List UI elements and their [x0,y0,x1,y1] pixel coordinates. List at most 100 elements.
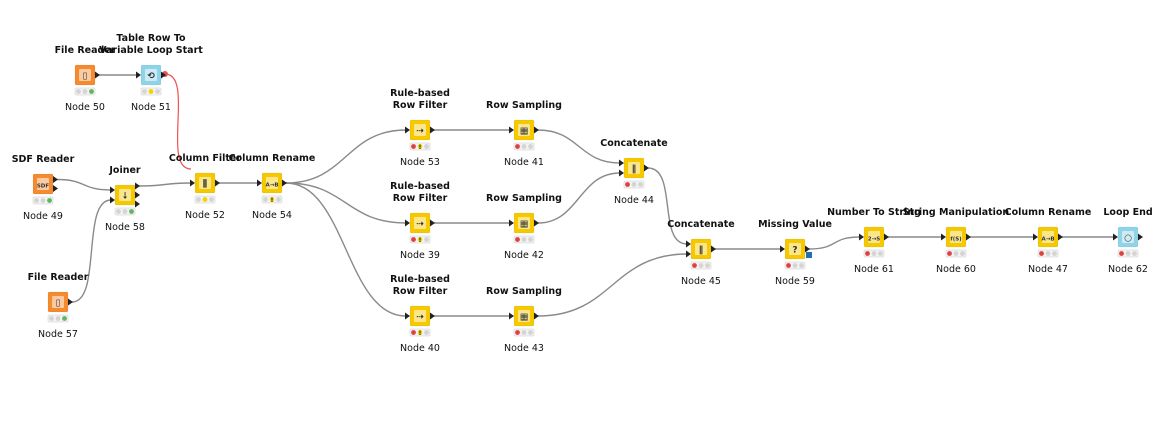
node-n41[interactable]: Row Sampling▦Node 41 [486,100,562,168]
node-n50[interactable]: File Reader▯Node 50 [55,45,116,113]
node-label[interactable]: Node 47 [1028,264,1068,275]
output-port[interactable] [95,71,100,79]
output-port[interactable] [135,191,140,199]
output-port[interactable] [1138,233,1143,241]
input-port[interactable] [941,233,946,241]
input-port[interactable] [619,169,624,177]
output-port[interactable] [1058,233,1063,241]
output-port[interactable] [135,200,140,208]
input-port[interactable] [110,196,115,204]
input-port[interactable] [1113,233,1118,241]
node-label[interactable]: Node 41 [504,157,544,168]
node-label[interactable]: Node 59 [775,276,815,287]
input-port[interactable] [509,219,514,227]
node-label[interactable]: Node 53 [400,157,440,168]
model-output-port[interactable] [806,252,812,258]
node-label[interactable]: Node 45 [681,276,721,287]
node-n62[interactable]: Loop End○Node 62 [1103,207,1152,275]
connection-line[interactable] [647,167,688,245]
output-port[interactable] [430,126,435,134]
node-label[interactable]: Node 49 [23,211,63,222]
output-port[interactable] [966,233,971,241]
node-n57[interactable]: File Reader▯Node 57 [28,272,89,340]
connection-line[interactable] [285,129,407,184]
output-port[interactable] [430,312,435,320]
output-port[interactable] [534,219,539,227]
input-port[interactable] [686,250,691,258]
node-n52[interactable]: Column Filter⫼Node 52 [169,153,241,221]
input-port[interactable] [110,186,115,194]
output-port[interactable] [68,298,73,306]
input-port[interactable] [190,179,195,187]
input-port[interactable] [509,312,514,320]
output-port[interactable] [711,245,716,253]
input-port[interactable] [780,245,785,253]
node-label[interactable]: Node 44 [614,195,654,206]
node-label[interactable]: Node 43 [504,343,544,354]
output-port[interactable] [53,185,58,192]
node-label[interactable]: Node 42 [504,250,544,261]
node-label[interactable]: Node 54 [252,210,292,221]
node-n43[interactable]: Row Sampling▦Node 43 [486,286,562,354]
node-label[interactable]: Node 39 [400,250,440,261]
node-label[interactable]: Node 62 [1108,264,1148,275]
output-port[interactable] [534,312,539,320]
node-label[interactable]: Node 51 [131,102,171,113]
connection-line[interactable] [56,178,112,191]
output-port[interactable] [534,126,539,134]
input-port[interactable] [257,179,262,187]
input-port[interactable] [405,219,410,227]
node-label[interactable]: Node 50 [65,102,105,113]
node-n45[interactable]: Concatenate∥Node 45 [667,219,734,287]
node-label[interactable]: Node 60 [936,264,976,275]
node-label[interactable]: Node 61 [854,264,894,275]
connection-line[interactable] [537,172,621,224]
connection-line[interactable] [537,253,688,317]
input-port[interactable] [405,312,410,320]
node-label[interactable]: Node 57 [38,329,78,340]
output-port[interactable] [282,179,287,187]
connection-line[interactable] [71,199,112,303]
input-port[interactable] [509,126,514,134]
input-port[interactable] [619,159,624,167]
connection-line[interactable] [138,182,192,187]
output-port[interactable] [161,71,166,79]
node-n59[interactable]: Missing Value?Node 59 [758,219,832,287]
connection-line[interactable] [808,236,861,250]
output-port[interactable] [430,219,435,227]
flow-variable-connection[interactable] [164,73,192,170]
icon-glyph: ▦ [520,127,529,137]
node-label[interactable]: Node 40 [400,343,440,354]
input-port[interactable] [405,126,410,134]
warning-icon: ! [419,237,422,244]
input-port[interactable] [686,240,691,248]
connection-line[interactable] [285,182,407,317]
node-n42[interactable]: Row Sampling▦Node 42 [486,193,562,261]
input-port[interactable] [1033,233,1038,241]
output-port[interactable] [135,182,140,190]
connection-line[interactable] [537,129,621,164]
output-port[interactable] [805,245,810,253]
output-port[interactable] [644,164,649,172]
node-n44[interactable]: Concatenate∥Node 44 [600,138,667,206]
output-port[interactable] [215,179,220,187]
connection-line[interactable] [285,182,407,224]
node-label[interactable]: Node 52 [185,210,225,221]
output-port[interactable] [884,233,889,241]
node-label[interactable]: Node 58 [105,222,145,233]
status-dot-grey [155,89,160,94]
node-n58[interactable]: Joiner⭣Node 58 [105,165,145,233]
input-port[interactable] [136,71,141,79]
output-port[interactable] [53,176,58,183]
input-port[interactable] [859,233,864,241]
